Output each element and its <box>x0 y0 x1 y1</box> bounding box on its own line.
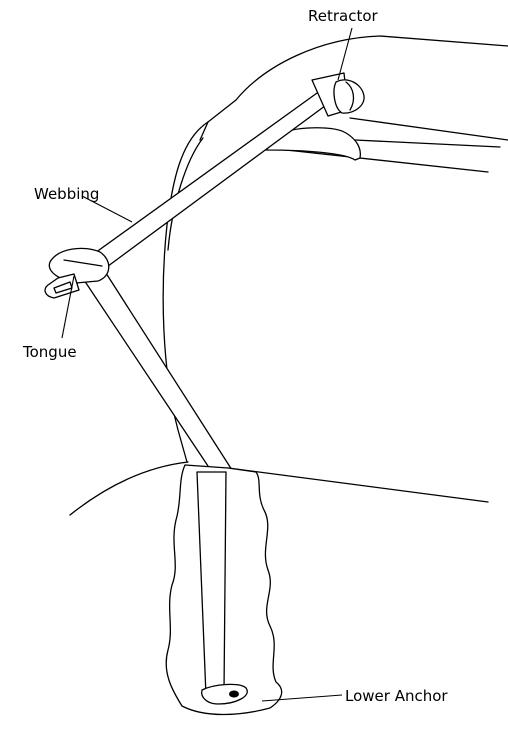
lower-anchor-label: Lower Anchor <box>345 687 448 705</box>
seat-cushion-outline <box>70 462 488 515</box>
anchor-hole <box>229 691 239 698</box>
webbing-upper-strap <box>88 88 333 272</box>
retractor-label: Retractor <box>308 7 379 25</box>
webbing-lower-strap <box>84 270 232 472</box>
webbing-label: Webbing <box>34 185 99 203</box>
retractor-leader <box>338 28 352 80</box>
tongue-label: Tongue <box>22 343 77 361</box>
